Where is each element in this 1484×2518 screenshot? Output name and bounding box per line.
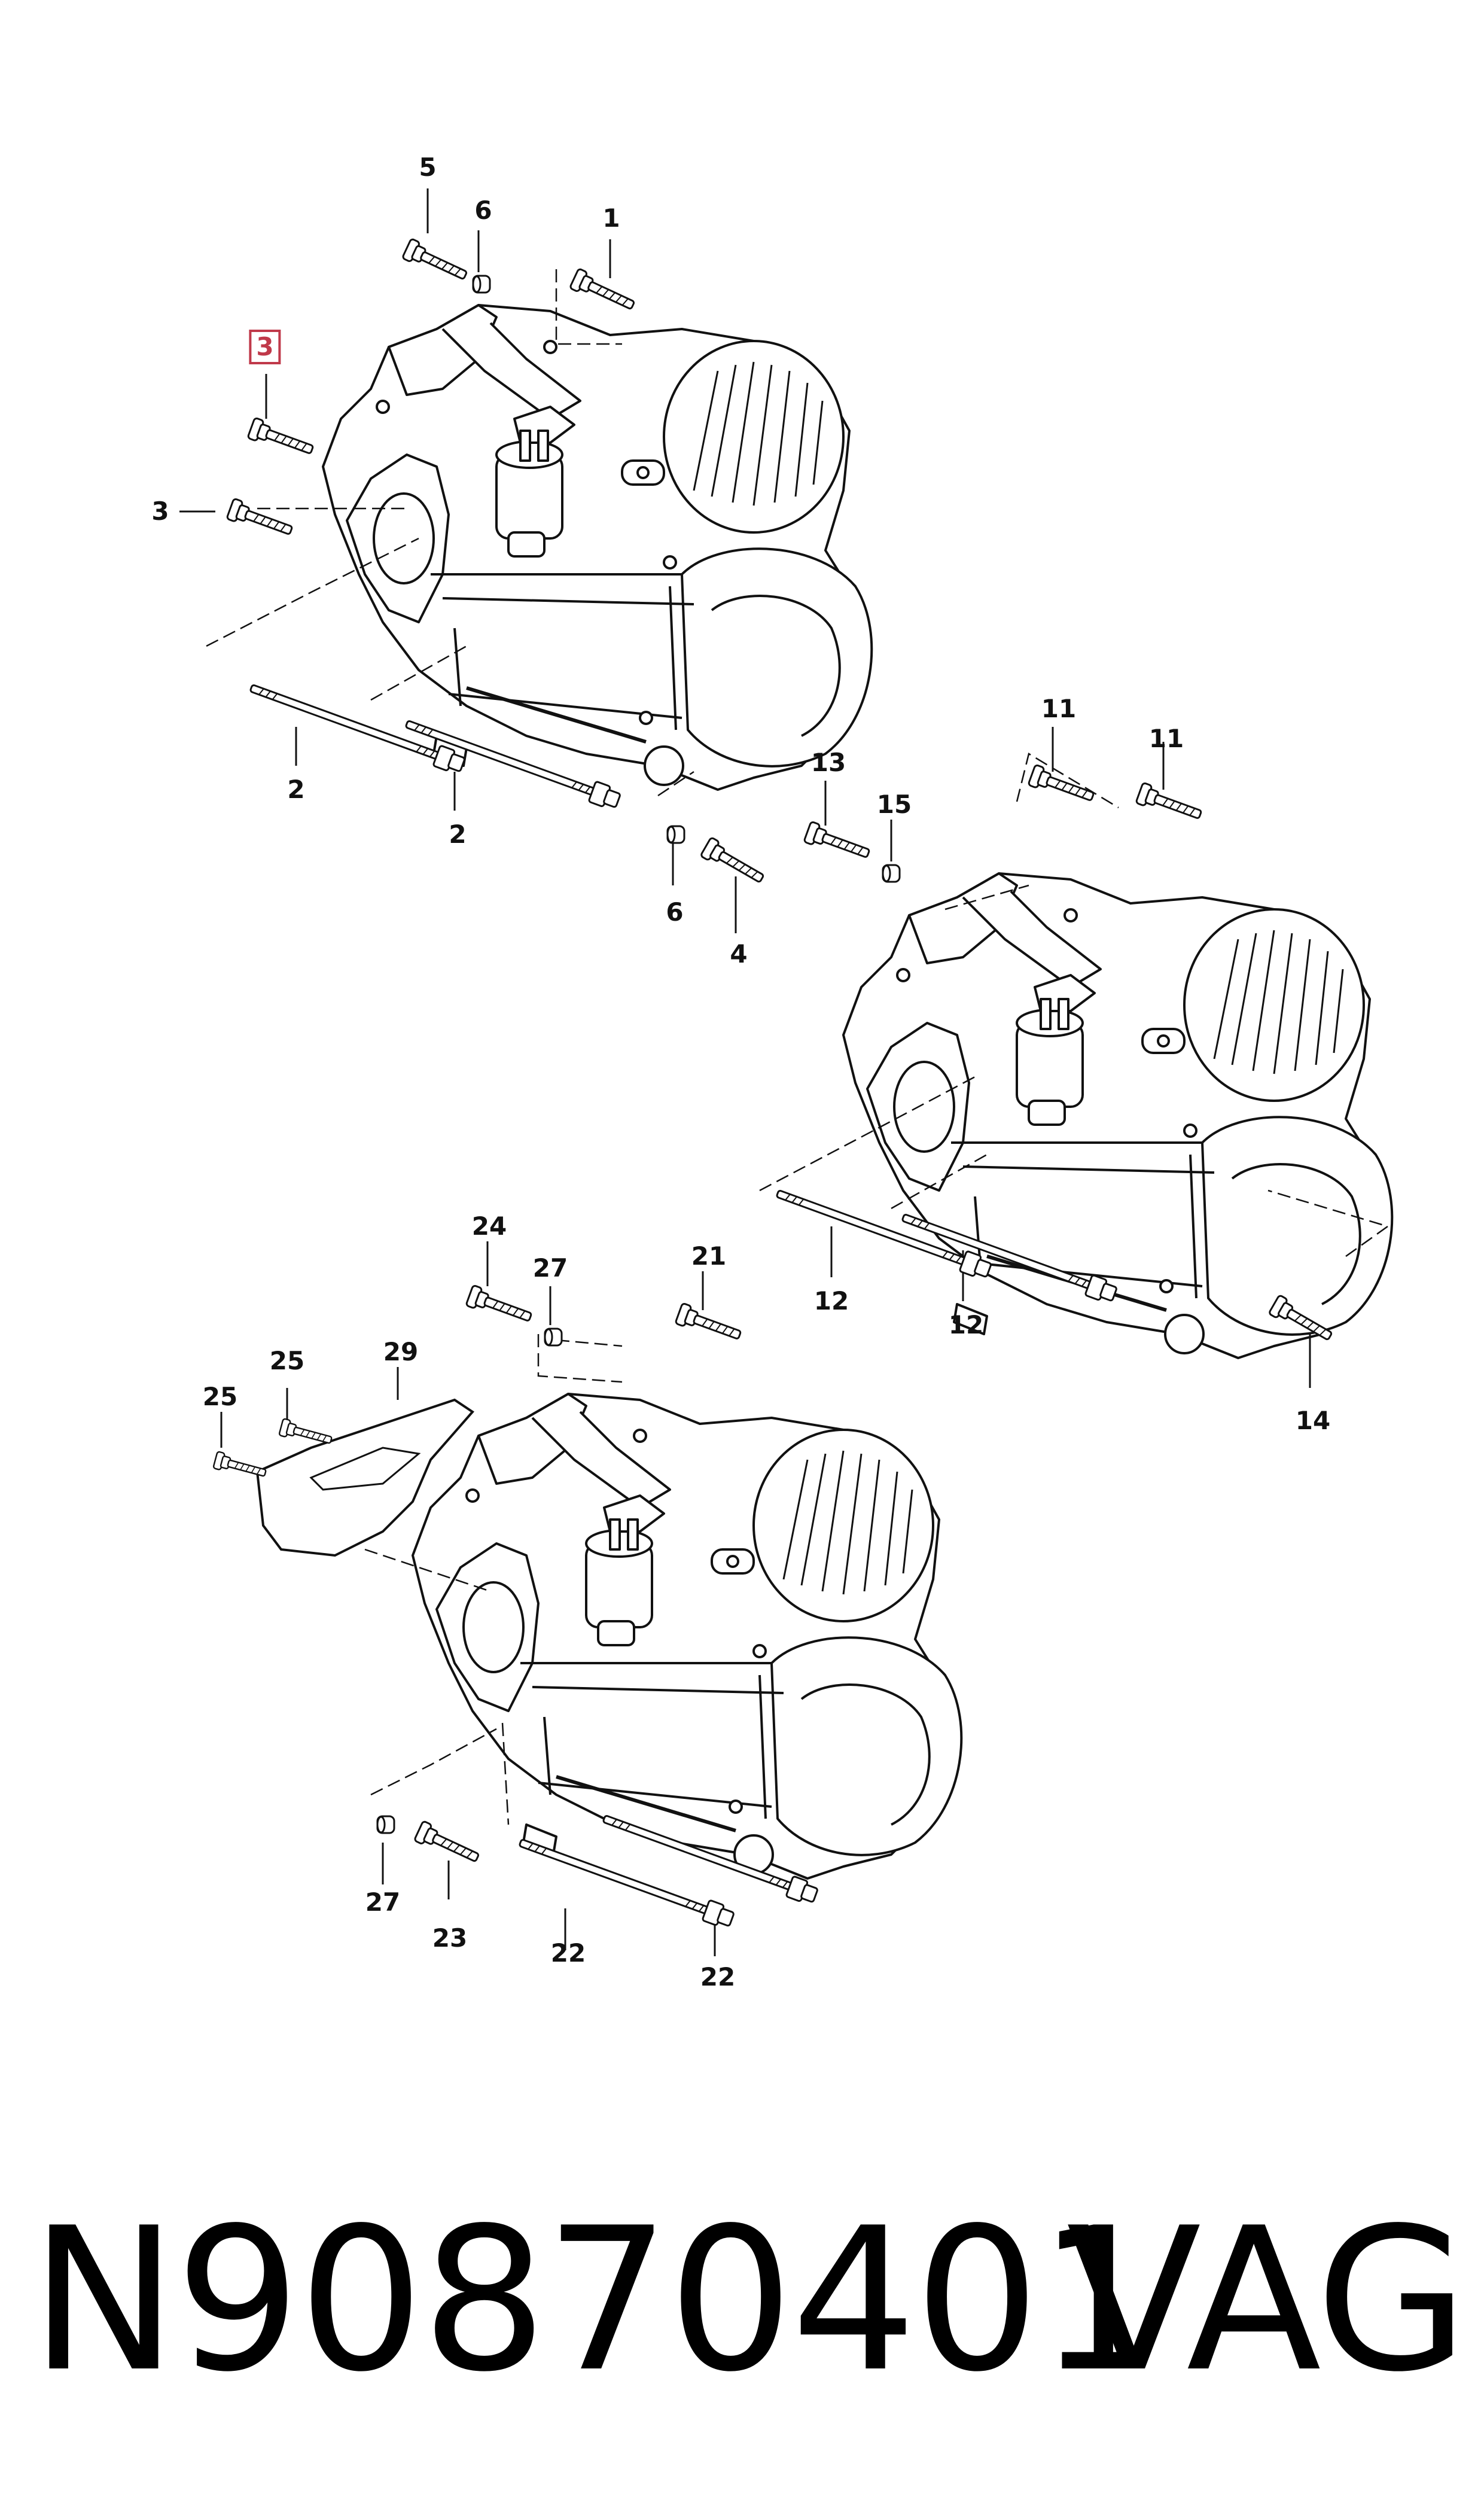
gearbox-assembly-right — [759, 727, 1392, 1388]
callout-11-left: 11 — [1041, 694, 1077, 723]
callout-22-right: 22 — [700, 1962, 736, 1992]
callout-24: 24 — [471, 1211, 507, 1241]
callout-21: 21 — [691, 1241, 727, 1271]
callout-25-left: 25 — [202, 1382, 238, 1411]
exploded-parts-diagram — [179, 188, 1484, 1956]
callout-14: 14 — [1295, 1406, 1331, 1435]
callout-3-highlighted[interactable]: 3 — [249, 330, 281, 364]
callout-6-top: 6 — [474, 196, 492, 225]
callout-5: 5 — [419, 153, 437, 182]
callout-2-right: 2 — [449, 820, 467, 849]
callout-27-bottom: 27 — [365, 1887, 401, 1917]
gearbox-assembly-bottom — [212, 1241, 961, 1956]
callout-1: 1 — [602, 203, 620, 233]
callout-13: 13 — [810, 748, 846, 777]
callout-12-left: 12 — [813, 1286, 849, 1316]
callout-22-left: 22 — [550, 1938, 586, 1968]
callout-12-right: 12 — [948, 1310, 984, 1339]
gearbox-assembly-top — [179, 188, 871, 933]
callout-29: 29 — [383, 1337, 419, 1366]
callout-6-bottom: 6 — [666, 897, 684, 927]
callout-2-left: 2 — [287, 775, 305, 804]
callout-25-right: 25 — [269, 1346, 305, 1375]
brand-name: VAG — [1066, 2185, 1468, 2415]
callout-23: 23 — [432, 1923, 468, 1953]
callout-4: 4 — [730, 939, 748, 969]
callout-15: 15 — [876, 790, 912, 819]
part-number: N90870401 — [30, 2185, 1163, 2415]
callout-11-right: 11 — [1148, 724, 1184, 753]
callout-27-top: 27 — [532, 1253, 568, 1283]
callout-3: 3 — [151, 497, 169, 526]
footer: N90870401 VAG — [0, 2202, 1484, 2453]
